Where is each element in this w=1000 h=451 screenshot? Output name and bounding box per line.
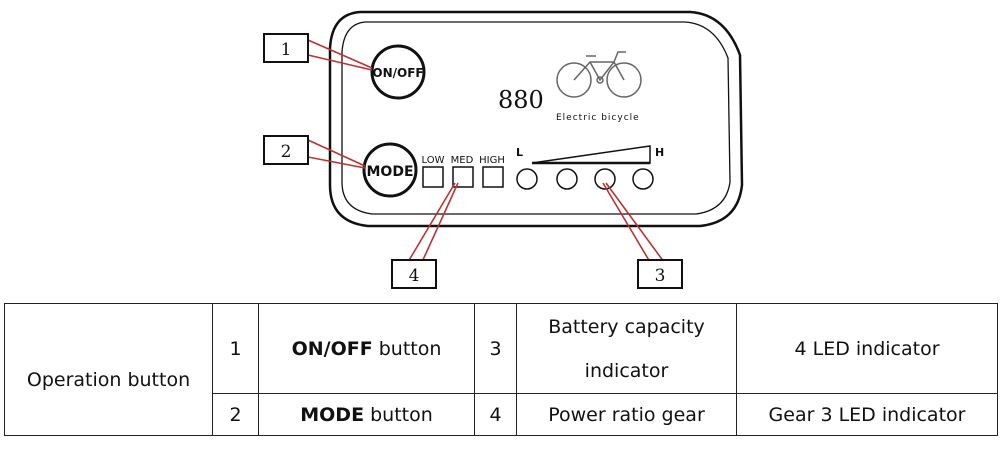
callout-leaders (307, 39, 665, 263)
item-name-bold: ON/OFF (291, 337, 373, 360)
logo-text: Electric bicycle (556, 113, 640, 123)
battery-wedge (531, 145, 651, 164)
item-name-rest: button (364, 403, 433, 426)
item-number-cell: 2 (212, 393, 259, 436)
item-name-bold: MODE (300, 403, 365, 426)
item-name-cell: ON/OFF button (258, 303, 475, 394)
item-number-cell: 1 (212, 303, 259, 394)
speed-reading: 880 (498, 86, 544, 114)
gear-label-low: LOW (422, 155, 445, 166)
callout-box-1 (263, 33, 309, 63)
lcd-display-diagram: ON/OFF MODE 880 Electric bicycle LOW MED… (263, 10, 744, 289)
group-label: Operation button (26, 368, 191, 391)
callout-number-3: 3 (655, 266, 666, 286)
mode-button[interactable] (362, 142, 418, 198)
display-housing (328, 10, 744, 228)
battery-led-2 (556, 168, 578, 190)
item-detail-cell: Gear 3 LED indicator (736, 393, 998, 436)
item-name-cell: MODE button (258, 393, 475, 436)
item-name-rest: button (372, 337, 442, 360)
item-number-cell: 3 (474, 303, 517, 394)
battery-low-label: L (516, 146, 523, 159)
on-off-label: ON/OFF (372, 66, 423, 80)
callout-box-4 (391, 259, 437, 289)
item-desc-cell: Power ratio gear (516, 393, 737, 436)
callout-number-1: 1 (281, 40, 292, 60)
group-label-cell: Operation button (4, 303, 213, 436)
display-inner-bezel (341, 21, 731, 215)
callout-number-2: 2 (281, 142, 292, 162)
callout-box-2 (263, 135, 309, 165)
mode-label: MODE (366, 164, 413, 180)
item-desc-cell: Battery capacity indicator (516, 303, 737, 394)
item-detail-cell: 4 LED indicator (736, 303, 998, 394)
callout-number-4: 4 (409, 266, 420, 286)
table-row: Operation button 1 ON/OFF button 3 Batte… (4, 303, 998, 436)
bicycle-icon (556, 51, 642, 98)
battery-high-label: H (655, 146, 664, 159)
gear-label-med: MED (451, 155, 474, 166)
operation-button-table: Operation button 1 ON/OFF button 3 Batte… (4, 303, 998, 436)
battery-led-3 (594, 168, 616, 190)
battery-led-4 (632, 168, 654, 190)
callout-box-3 (637, 259, 683, 289)
gear-box-med (452, 166, 474, 188)
gear-box-low (422, 166, 444, 188)
battery-led-1 (516, 168, 538, 190)
table-row: 2 MODE button 4 Power ratio gear Gear 3 … (5, 393, 998, 436)
on-off-button[interactable] (370, 44, 426, 100)
gear-label-high: HIGH (479, 155, 505, 166)
gear-box-high (482, 166, 504, 188)
item-number-cell: 4 (474, 393, 517, 436)
